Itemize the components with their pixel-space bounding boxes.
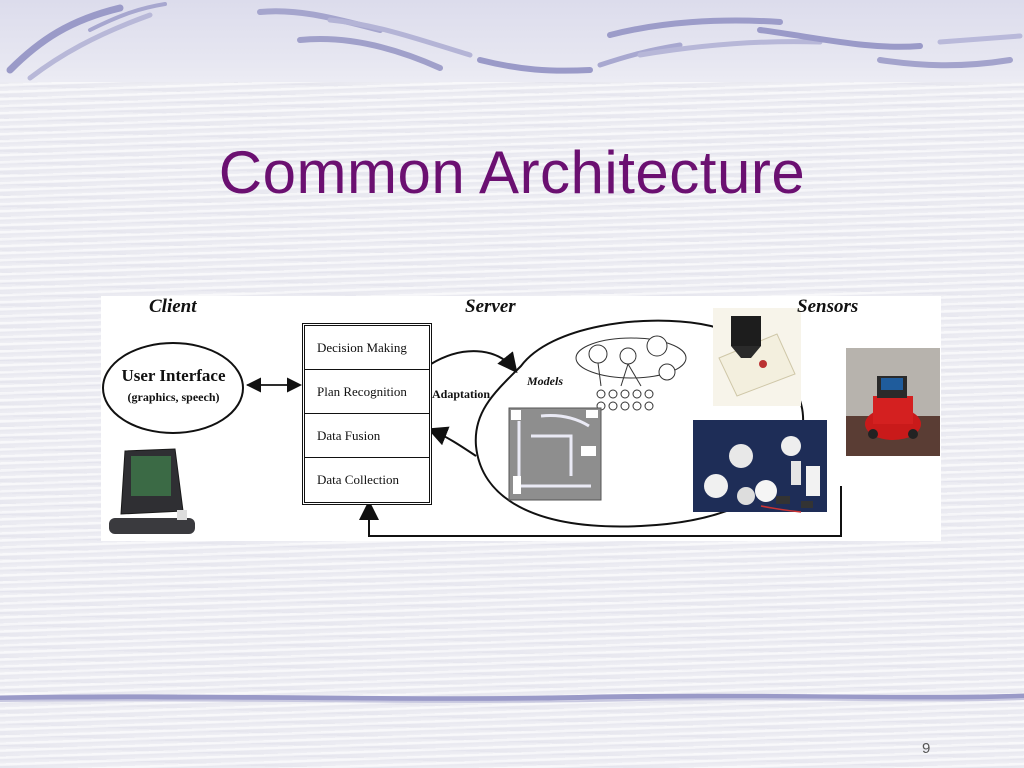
sensors-header: Sensors xyxy=(797,296,859,317)
adaptation-arc-bottom xyxy=(427,426,477,457)
top-decoration-band xyxy=(0,0,1024,82)
stack-item-decision-making: Decision Making xyxy=(305,326,429,370)
diagram-lines xyxy=(102,308,940,537)
wave-decoration xyxy=(6,2,1023,81)
stack-item-data-fusion: Data Fusion xyxy=(305,414,429,458)
models-label: Models xyxy=(527,374,563,388)
architecture-diagram: Client Server Sensors User Interface (gr… xyxy=(101,296,941,541)
user-interface-ellipse xyxy=(102,342,244,434)
server-header: Server xyxy=(465,296,516,317)
robot-image xyxy=(846,348,940,456)
client-header: Client xyxy=(149,296,197,317)
user-interface-title: User Interface xyxy=(121,366,226,385)
handheld-device-image xyxy=(109,446,195,536)
page-number: 9 xyxy=(922,740,931,757)
slide-title: Common Architecture xyxy=(218,139,806,206)
adaptation-label: Adaptation xyxy=(432,387,491,401)
server-processing-stack: Decision Making Plan Recognition Data Fu… xyxy=(302,323,432,505)
stack-item-plan-recognition: Plan Recognition xyxy=(305,370,429,414)
user-interface-label: User Interface (graphics, speech) xyxy=(101,366,246,405)
stack-item-data-collection: Data Collection xyxy=(317,471,399,487)
bottom-wave-line xyxy=(0,693,1024,703)
sensor-cluster-image xyxy=(693,420,827,513)
user-interface-subtitle: (graphics, speech) xyxy=(127,390,220,404)
adaptation-arc-top xyxy=(430,350,518,374)
sensor-feedback-line xyxy=(359,486,842,537)
sensor-unit-image xyxy=(713,308,801,406)
